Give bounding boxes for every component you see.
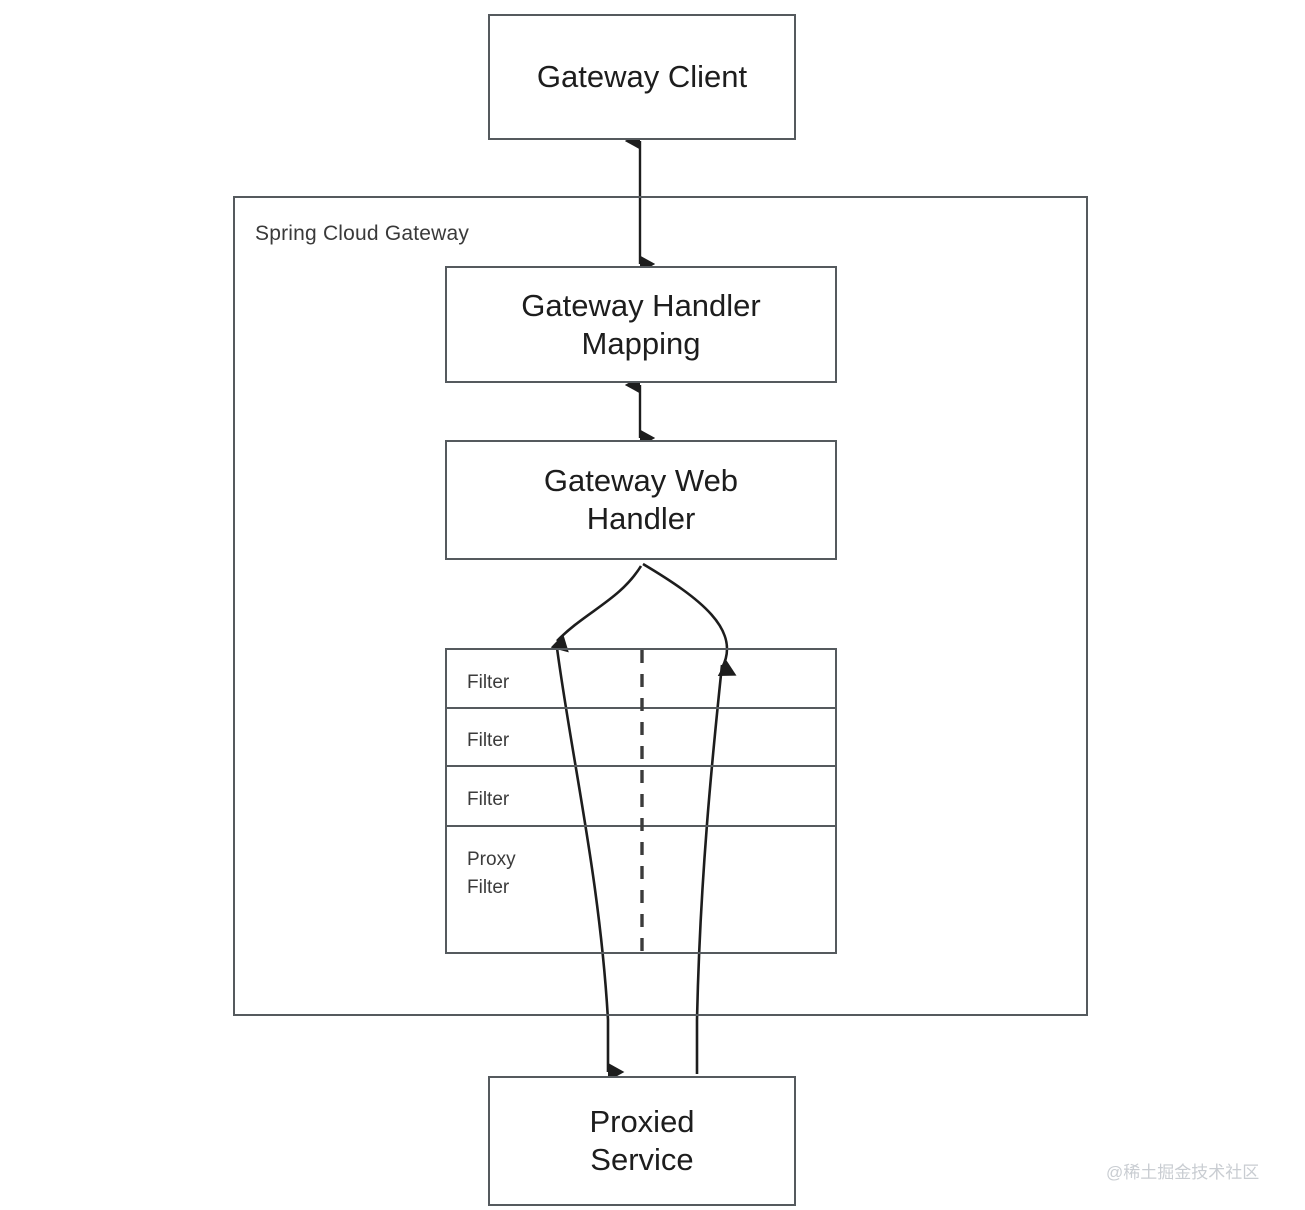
node-gateway-handler-mapping-label: Gateway Handler Mapping [521,287,761,361]
node-proxied-service-label: Proxied Service [589,1104,695,1177]
filter-chain: Filter Filter Filter Proxy Filter [445,648,837,954]
node-gateway-web-handler-label: Gateway Web Handler [543,463,739,536]
node-gateway-client[interactable]: Gateway Client [488,14,796,140]
filter-row[interactable] [447,709,835,767]
node-gateway-web-handler[interactable]: Gateway Web Handler [445,440,837,560]
filter-row-label: Filter [467,672,510,693]
watermark: @稀土掘金技术社区 [1106,1163,1260,1182]
proxy-filter-row-label: Proxy Filter [467,849,516,898]
spring-cloud-gateway-container [233,196,1088,1016]
filter-row-label: Filter [467,730,510,751]
node-gateway-client-label: Gateway Client [536,59,748,95]
node-proxied-service[interactable]: Proxied Service [488,1076,796,1206]
spring-cloud-gateway-label: Spring Cloud Gateway [255,222,470,245]
node-gateway-handler-mapping[interactable]: Gateway Handler Mapping [445,266,837,383]
filter-chain-divider [640,650,644,954]
filter-row-label: Filter [467,789,510,810]
